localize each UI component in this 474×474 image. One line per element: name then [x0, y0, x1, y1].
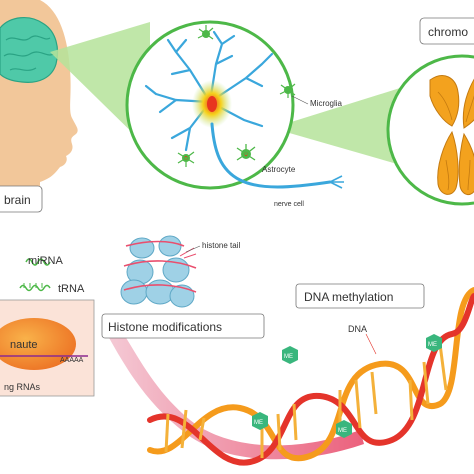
dna-methylation-label: DNA methylation [304, 290, 393, 304]
brain-shape [0, 17, 59, 83]
dna-methylation-label-box [295, 283, 425, 309]
neuron-zoom: Microglia Astrocyte nerve cell [125, 20, 344, 208]
microglia-cell-top [197, 25, 214, 40]
head-illustration [0, 0, 78, 190]
brain-folds [3, 35, 55, 71]
mirna-strand [25, 258, 51, 266]
methyl-badge-1: ME [282, 346, 298, 364]
chromosome-label: chromo [428, 25, 468, 39]
histone-group: histone tail [108, 235, 364, 460]
histone-mod-label-box [101, 313, 265, 339]
argonaute-protein [0, 318, 76, 370]
brain-label-box [0, 185, 43, 213]
methyl-label-1: ME [284, 354, 293, 360]
methyl-badge-4: ME [336, 420, 352, 438]
axon-terminals [329, 175, 344, 189]
chromatid-right-lower [458, 132, 474, 195]
brain-label: brain [4, 193, 31, 207]
astrocyte-label: Astrocyte [262, 165, 296, 174]
zoom-beam-neuron [50, 22, 150, 150]
microglia-cell-right [279, 83, 296, 98]
chromatid-right-upper [462, 78, 474, 129]
chromosome-zoom [386, 54, 474, 206]
methyl-badge-3: ME [252, 412, 268, 430]
microglia-cell-left [177, 151, 195, 167]
trna-label: tRNA [58, 283, 85, 295]
histone-tail-label: histone tail [202, 241, 240, 250]
methyl-badge-2: ME [426, 334, 442, 352]
microglia-label: Microglia [310, 99, 343, 108]
astrocyte-cell [236, 144, 256, 161]
chromatin-ribbon [108, 328, 364, 460]
neuron-nucleus [207, 96, 217, 112]
dna-label: DNA [348, 324, 367, 334]
ncrna-label: ng RNAs [4, 382, 41, 392]
methyl-label-4: ME [338, 428, 347, 434]
neuron-axon [210, 122, 332, 189]
dna-strand-red [147, 293, 474, 466]
methyl-label-3: ME [254, 420, 263, 426]
argonaute-label: naute [10, 339, 38, 351]
methyl-label-2: ME [428, 342, 437, 348]
nerve-cell-label: nerve cell [274, 201, 304, 208]
nucleosome-stack [120, 235, 197, 308]
chromosome-label-box [419, 17, 474, 45]
mirna-label: miRNA [28, 255, 63, 267]
polya-label: AAAAA [60, 357, 84, 364]
trna-strand [19, 284, 51, 292]
ncrna-panel: miRNA tRNA naute AAAAA ng RNAs [0, 255, 95, 397]
histone-mod-label: Histone modifications [108, 320, 222, 334]
chromatid-left-lower [437, 130, 459, 195]
zoom-beam-chromosome [272, 88, 404, 166]
